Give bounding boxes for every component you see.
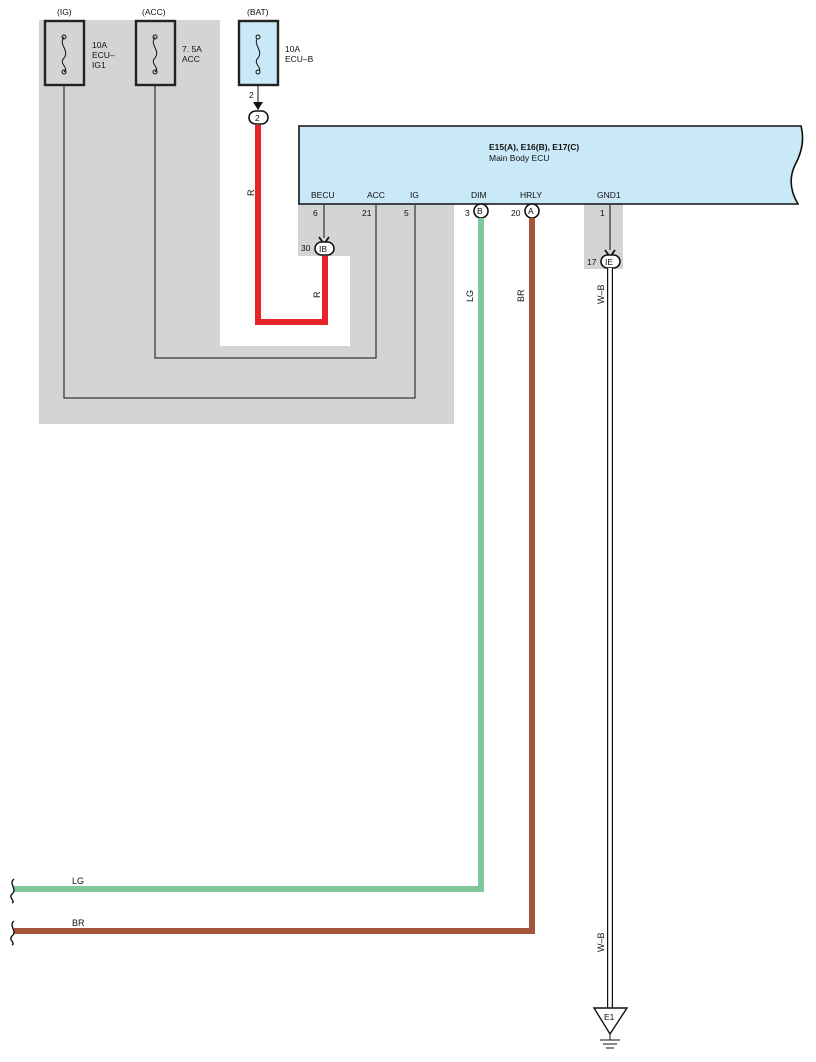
wire-label-br-1: BR [516, 289, 526, 302]
fuse-ig-rating: 10A [92, 40, 107, 50]
pin-becu: 6 [313, 208, 318, 218]
wire-label-r-2: R [312, 291, 322, 298]
junction-ib-id-label: IB [319, 244, 327, 254]
terminal-ig-label: IG [410, 190, 419, 200]
ecu-title: E15(A), E16(B), E17(C) [489, 142, 579, 152]
wire-br-break-icon [10, 920, 15, 946]
connector-b-id: B [477, 206, 483, 216]
terminal-dim-label: DIM [471, 190, 487, 200]
fuse-ig-name-1: ECU– [92, 50, 115, 60]
main-body-ecu [298, 125, 804, 205]
pin-gnd1: 1 [600, 208, 605, 218]
wire-red-r [255, 125, 328, 325]
bat-connector-id: 2 [255, 113, 260, 123]
fuse-bat-terminal-top [255, 34, 261, 40]
terminal-hrly-label: HRLY [520, 190, 542, 200]
wire-light-green-lg [14, 218, 484, 892]
fuse-acc-icon [152, 36, 158, 73]
wire-label-lg-2: LG [72, 876, 84, 886]
fuse-acc-box [134, 19, 177, 87]
bat-arrow-icon [253, 102, 263, 110]
bat-pin-number: 2 [249, 90, 254, 100]
ground-e1-triangle [592, 1007, 629, 1036]
fuse-acc-supply: (ACC) [142, 7, 166, 17]
terminal-gnd1-label: GND1 [597, 190, 621, 200]
fuse-bat-rating: 10A [285, 44, 300, 54]
fuse-bat-icon [255, 36, 261, 73]
pin-ig: 5 [404, 208, 409, 218]
fuse-acc-rating: 7. 5A [182, 44, 202, 54]
fuse-ig-box [43, 19, 86, 87]
fuse-acc-name-1: ACC [182, 54, 200, 64]
terminal-becu-label: BECU [311, 190, 335, 200]
connector-a-id: A [528, 206, 534, 216]
terminal-acc-label: ACC [367, 190, 385, 200]
fuse-ig-supply: (IG) [57, 7, 72, 17]
fuse-bat-name-1: ECU–B [285, 54, 314, 64]
ecu-subtitle: Main Body ECU [489, 153, 549, 163]
wire-label-r-1: R [246, 189, 256, 196]
pin-dim: 3 [465, 208, 470, 218]
fuse-bat-terminal-bottom [255, 69, 261, 75]
wire-acc [154, 86, 377, 359]
wire-lg-break-icon [10, 878, 15, 904]
fuse-ig-terminal-bottom [61, 69, 67, 75]
junction-ib-pill [314, 241, 335, 256]
pin-acc: 21 [362, 208, 372, 218]
junction-block-panel [39, 20, 454, 424]
wire-brown-br [14, 218, 535, 934]
wire-label-wb-2: W–B [596, 932, 606, 952]
wire-label-lg-1: LG [465, 290, 475, 302]
fuse-acc-terminal-top [152, 34, 158, 40]
junction-ie-pin: 17 [587, 257, 597, 267]
junction-ie-id: IE [605, 257, 613, 267]
wire-label-wb-1: W–B [596, 284, 606, 304]
fuse-ig-terminal-top [61, 34, 67, 40]
fuse-ig-icon [61, 36, 67, 73]
wire-label-br-2: BR [72, 918, 85, 928]
fuse-ig-name-2: IG1 [92, 60, 106, 70]
fuse-bat-supply: (BAT) [247, 7, 269, 17]
fuse-bat-box [237, 19, 280, 87]
bat-connector-pill [248, 110, 269, 125]
junction-ib-pin: 30 [301, 243, 311, 253]
pin-hrly: 20 [511, 208, 521, 218]
wire-ig [63, 86, 416, 399]
fuse-acc-terminal-bottom [152, 69, 158, 75]
ground-e1-id: E1 [604, 1012, 615, 1022]
